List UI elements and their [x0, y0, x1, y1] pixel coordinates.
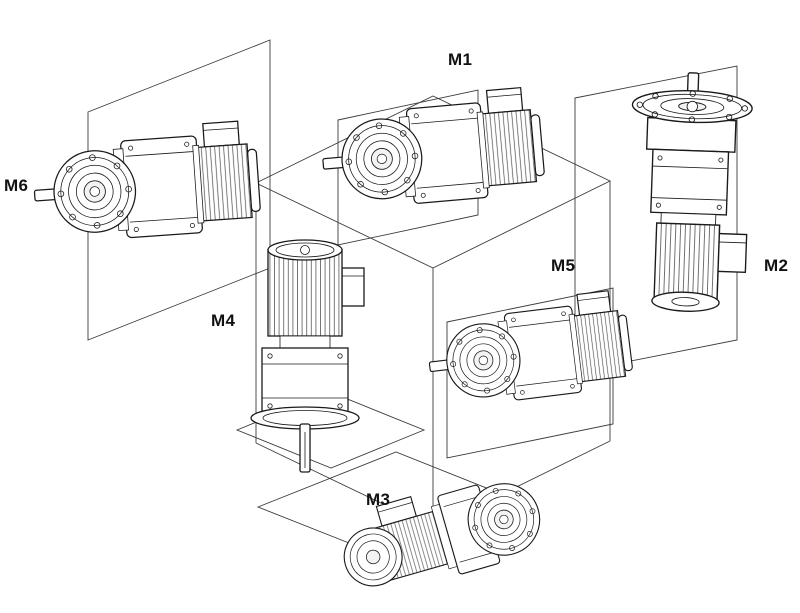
label-m3: M3 [366, 490, 391, 509]
gearmotor-m2 [624, 70, 754, 314]
gearmotor-m3 [332, 464, 549, 604]
label-m6: M6 [4, 176, 29, 195]
mounting-plane-m2 [574, 65, 738, 373]
mounting-plane-m5 [446, 287, 614, 459]
gearmotor-m6 [31, 120, 262, 244]
label-m1: M1 [448, 50, 473, 69]
label-m5: M5 [551, 256, 576, 275]
gearmotor-m1 [318, 86, 546, 211]
gearmotor-m4 [250, 239, 365, 473]
mounting-plane-m1 [337, 89, 479, 246]
label-m4: M4 [211, 311, 236, 330]
label-m2: M2 [764, 256, 789, 275]
gearmotor-m5 [423, 289, 634, 410]
